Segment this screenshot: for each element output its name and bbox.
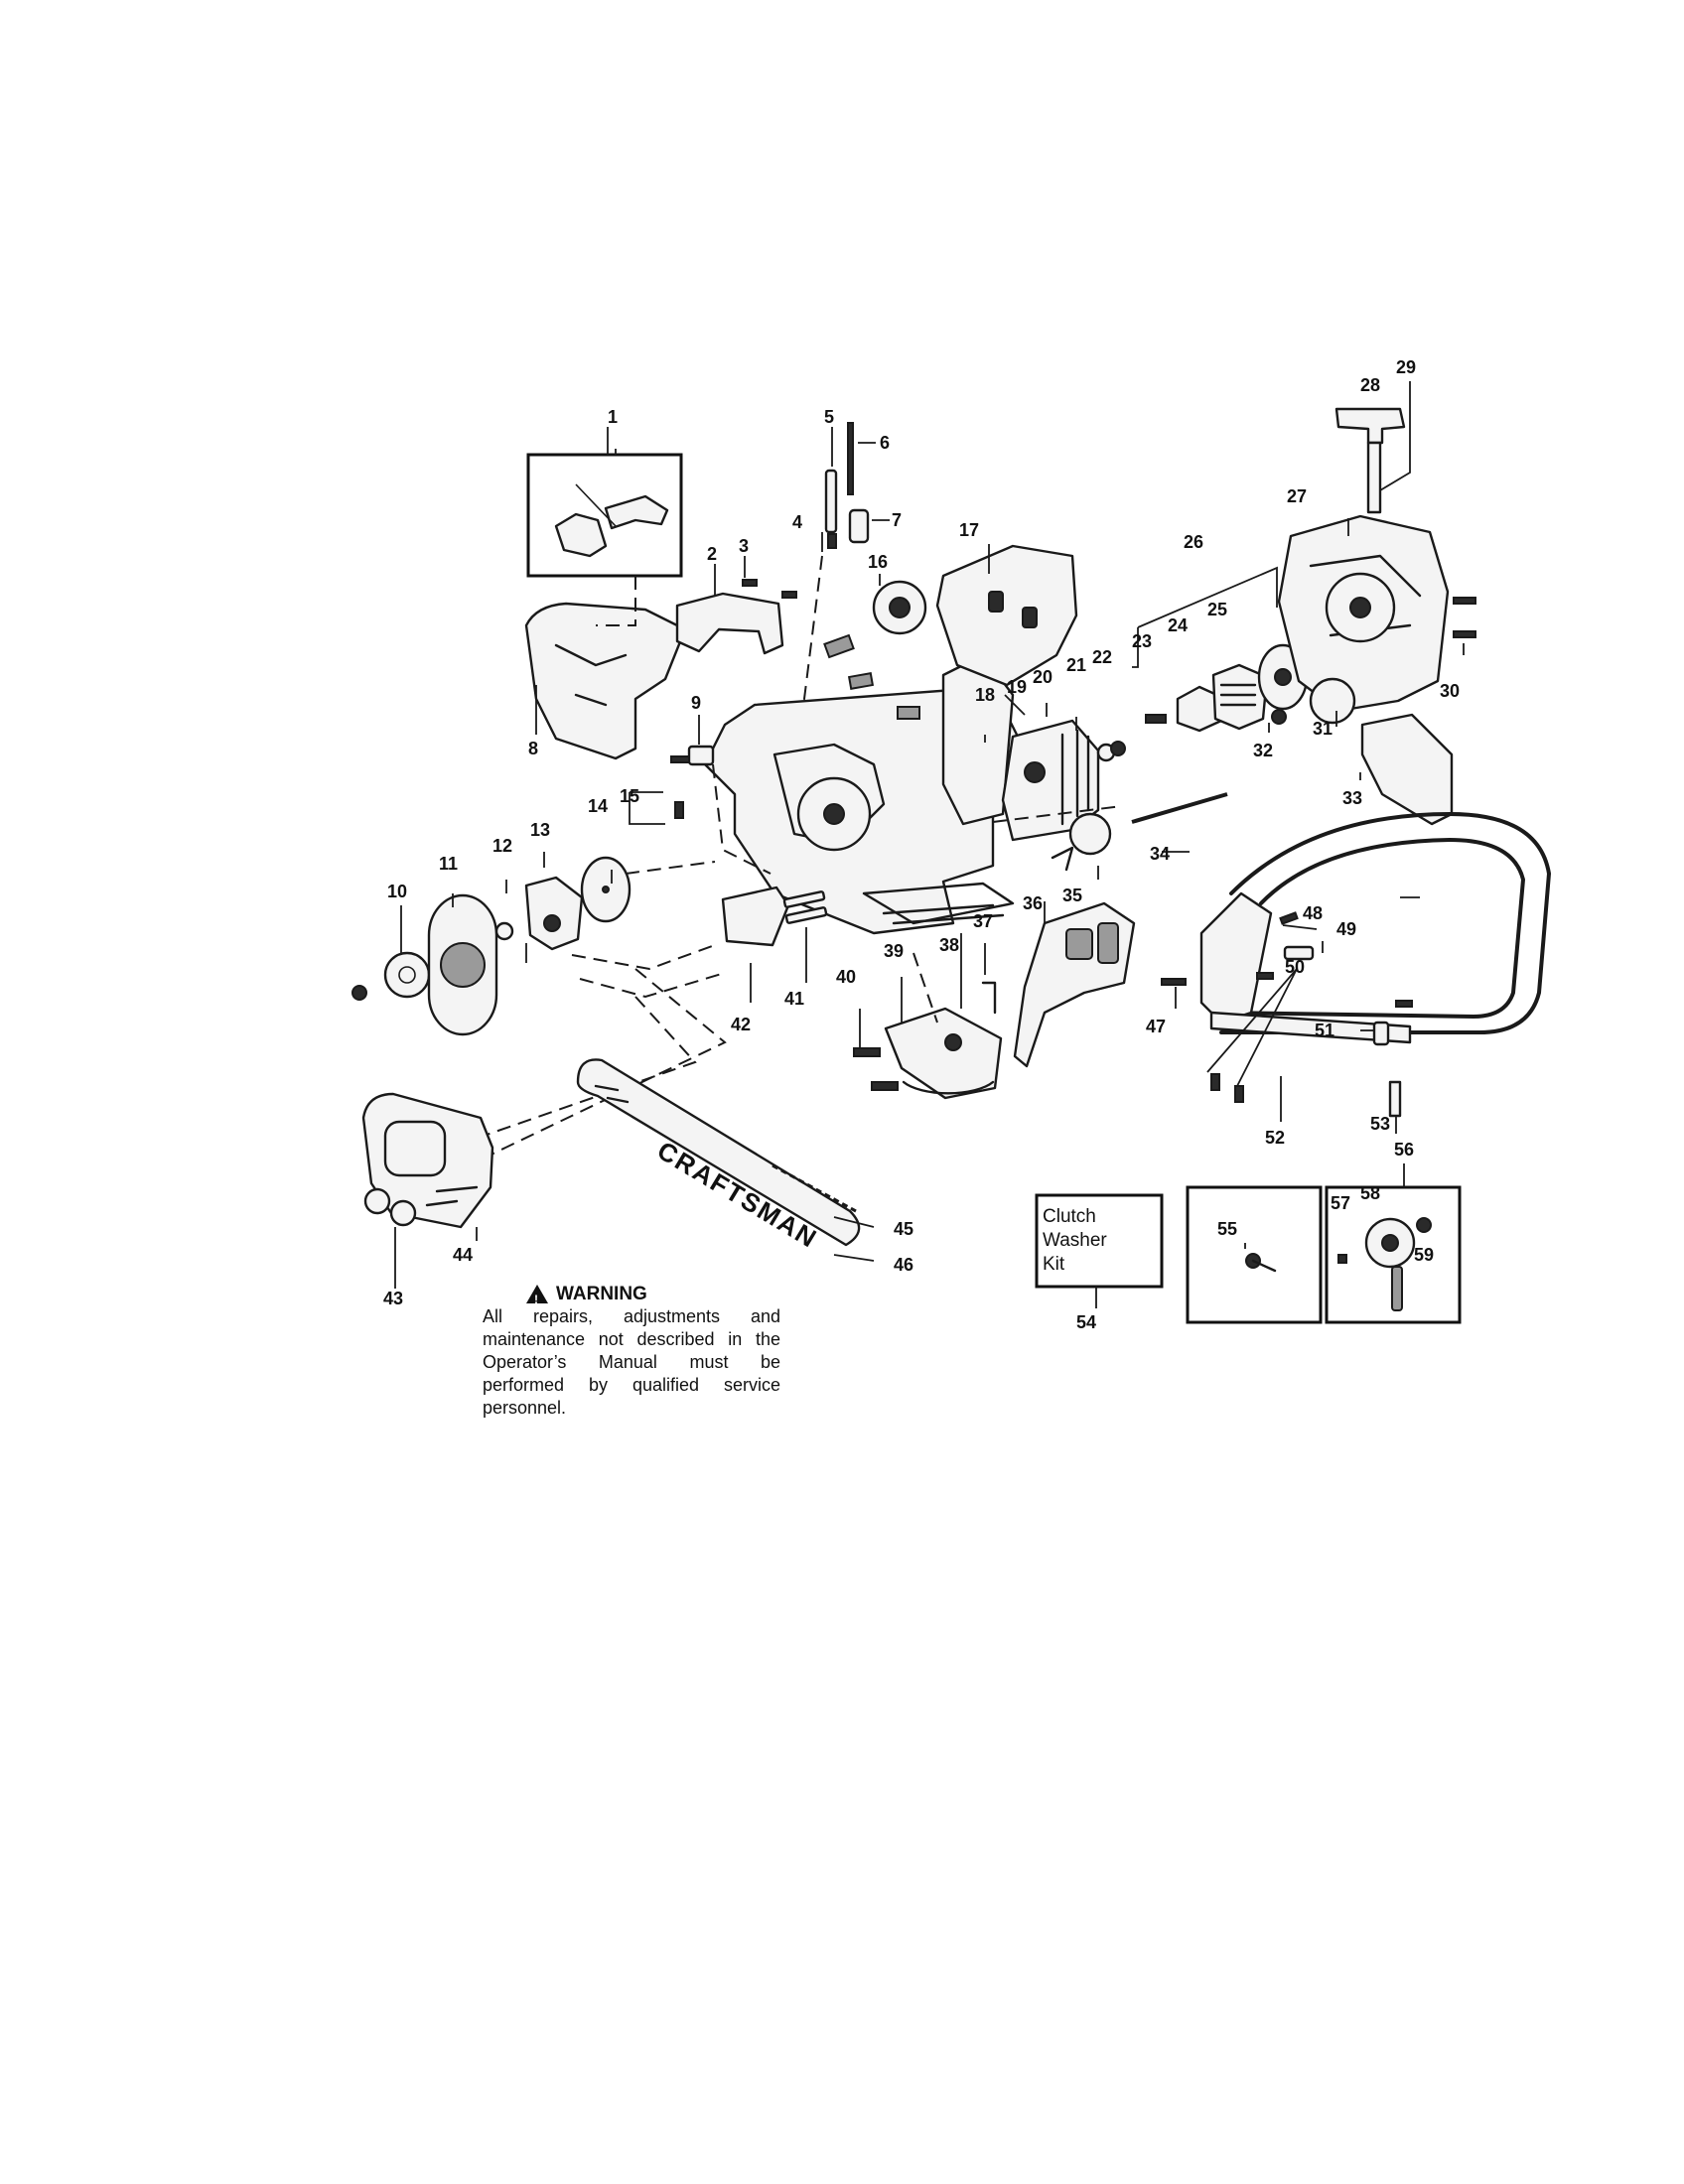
callout-42: 42 <box>731 1015 751 1034</box>
callout-4: 4 <box>792 512 802 532</box>
callout-14: 14 <box>588 796 608 816</box>
callout-8: 8 <box>528 739 538 758</box>
callout-39: 39 <box>884 941 904 961</box>
callout-27: 27 <box>1287 486 1307 506</box>
callout-7: 7 <box>892 510 902 530</box>
callout-50: 50 <box>1285 957 1305 977</box>
part-55 <box>1245 1253 1277 1273</box>
part-58-switch <box>1337 1217 1432 1311</box>
callout-numbers: 1 2 3 4 5 6 7 8 9 10 11 12 13 14 15 16 1… <box>383 357 1460 1332</box>
callout-41: 41 <box>784 989 804 1009</box>
part-41-studs <box>782 890 828 924</box>
clutch-washer-kit-label: Clutch Washer Kit <box>1043 1205 1152 1277</box>
part-9-spring <box>670 745 715 819</box>
callout-20: 20 <box>1033 667 1052 687</box>
callout-1: 1 <box>608 407 618 427</box>
callout-3: 3 <box>739 536 749 556</box>
part-44-sprocket-cover <box>361 1092 494 1229</box>
callout-47: 47 <box>1146 1017 1166 1036</box>
part-19-flywheel <box>1001 719 1100 842</box>
callout-9: 9 <box>691 693 701 713</box>
leader-lines <box>394 449 1465 1289</box>
callout-40: 40 <box>836 967 856 987</box>
callout-13: 13 <box>530 820 550 840</box>
callout-29: 29 <box>1396 357 1416 377</box>
kit-label-line3: Kit <box>1043 1254 1065 1275</box>
callout-2: 2 <box>707 544 717 564</box>
part-27-starter-housing <box>1277 514 1450 713</box>
callout-34: 34 <box>1150 844 1170 864</box>
crankcase-body <box>703 633 1025 935</box>
warning-body: All repairs, adjustments and maintenance… <box>483 1306 780 1418</box>
callout-57: 57 <box>1331 1193 1350 1213</box>
part-20-shroud <box>935 544 1078 687</box>
callout-32: 32 <box>1253 741 1273 760</box>
part-2-air-filter-cover <box>675 564 784 655</box>
callout-51: 51 <box>1315 1021 1334 1040</box>
callout-18: 18 <box>975 685 995 705</box>
part-28-starter-grip <box>1334 407 1406 514</box>
callout-53: 53 <box>1370 1114 1390 1134</box>
warning-notice: WARNING All repairs, adjustments and mai… <box>483 1283 780 1420</box>
part-46-guide-bar: CRAFTSMAN <box>576 1058 861 1254</box>
callout-23: 23 <box>1132 631 1152 651</box>
kit-label-line1: Clutch <box>1043 1206 1096 1227</box>
callout-25: 25 <box>1207 600 1227 619</box>
warning-triangle-icon <box>526 1285 548 1311</box>
callout-58: 58 <box>1360 1183 1380 1203</box>
callout-22: 22 <box>1092 647 1112 667</box>
callout-43: 43 <box>383 1289 403 1308</box>
callout-26: 26 <box>1184 532 1203 552</box>
callout-54: 54 <box>1076 1312 1096 1332</box>
callout-59: 59 <box>1414 1245 1434 1265</box>
warning-heading: WARNING <box>556 1284 647 1304</box>
part-36-front-guard <box>1013 901 1136 1068</box>
part-8-rear-handle <box>524 602 687 760</box>
callout-5: 5 <box>824 407 834 427</box>
callout-19: 19 <box>1007 677 1027 697</box>
callout-35: 35 <box>1062 886 1082 905</box>
callout-28: 28 <box>1360 375 1380 395</box>
callout-37: 37 <box>973 911 993 931</box>
callout-46: 46 <box>894 1255 913 1275</box>
callout-6: 6 <box>880 433 890 453</box>
callout-45: 45 <box>894 1219 913 1239</box>
callout-56: 56 <box>1394 1140 1414 1160</box>
callout-17: 17 <box>959 520 979 540</box>
part-1-kit <box>526 427 683 578</box>
small-parts-47-53 <box>1161 911 1413 1118</box>
screws-30 <box>1453 597 1476 638</box>
callout-24: 24 <box>1168 615 1188 635</box>
callout-16: 16 <box>868 552 888 572</box>
callout-36: 36 <box>1023 893 1043 913</box>
callout-55: 55 <box>1217 1219 1237 1239</box>
part-52-front-handle <box>1199 812 1551 1044</box>
starter-pulley-parts <box>1145 643 1309 733</box>
callout-49: 49 <box>1336 919 1356 939</box>
callout-44: 44 <box>453 1245 473 1265</box>
kit-label-line2: Washer <box>1043 1230 1107 1251</box>
callout-38: 38 <box>939 935 959 955</box>
callout-31: 31 <box>1313 719 1333 739</box>
callout-30: 30 <box>1440 681 1460 701</box>
part-42-plate <box>721 886 790 947</box>
callout-12: 12 <box>492 836 512 856</box>
callout-33: 33 <box>1342 788 1362 808</box>
callout-48: 48 <box>1303 903 1323 923</box>
clutch-parts <box>351 856 632 1036</box>
part-39-oil-pump <box>884 1007 1003 1100</box>
part-35-ignition-module <box>1051 812 1112 872</box>
callout-10: 10 <box>387 882 407 901</box>
callout-11: 11 <box>439 854 458 874</box>
part-33-cover <box>1360 713 1454 826</box>
callout-52: 52 <box>1265 1128 1285 1148</box>
callout-21: 21 <box>1066 655 1086 675</box>
callout-15: 15 <box>620 786 639 806</box>
